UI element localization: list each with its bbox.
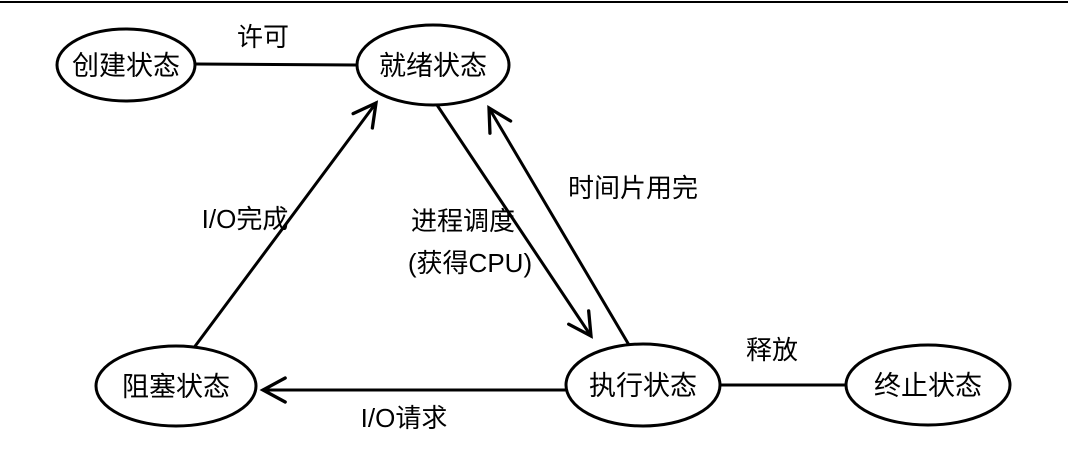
node-created-state-label: 创建状态: [72, 51, 180, 81]
edge-release-label: 释放: [746, 335, 798, 365]
edge-dispatch-sublabel: (获得CPU): [408, 248, 532, 278]
node-created-state-ellipse: [55, 27, 197, 103]
node-blocked-state-ellipse: [94, 344, 258, 428]
node-created-state: 创建状态: [55, 27, 197, 103]
edge-dispatch-label: 进程调度: [411, 206, 515, 236]
node-running-state-ellipse: [564, 342, 722, 428]
node-blocked-state-label: 阻塞状态: [122, 372, 230, 402]
node-ready-state: 就绪状态: [355, 23, 511, 107]
edge-dispatch: 进程调度 (获得CPU): [408, 103, 593, 339]
node-running-state-label: 执行状态: [589, 371, 697, 401]
edge-io-request-label: I/O请求: [361, 403, 448, 433]
edge-timeslice-expired: 时间片用完: [487, 105, 698, 347]
edge-admit-label: 许可: [237, 22, 289, 52]
edge-dispatch-line: [435, 103, 593, 339]
node-terminated-state-label: 终止状态: [874, 371, 982, 401]
edge-admit: 许可: [194, 22, 358, 67]
edge-io-complete: I/O完成: [191, 100, 379, 351]
edge-admit-line: [194, 62, 358, 67]
edge-io-request: I/O请求: [259, 376, 568, 433]
edge-io-complete-label: I/O完成: [202, 204, 289, 234]
edge-timeslice-expired-label: 时间片用完: [568, 173, 698, 203]
node-blocked-state: 阻塞状态: [94, 344, 258, 428]
node-running-state: 执行状态: [564, 342, 722, 428]
node-ready-state-label: 就绪状态: [379, 51, 487, 81]
edge-release: 释放: [719, 335, 848, 387]
node-terminated-state-ellipse: [844, 343, 1012, 427]
node-ready-state-ellipse: [355, 23, 511, 107]
node-terminated-state: 终止状态: [844, 343, 1012, 427]
edge-timeslice-expired-line: [487, 105, 631, 347]
edge-io-complete-line: [191, 100, 379, 351]
